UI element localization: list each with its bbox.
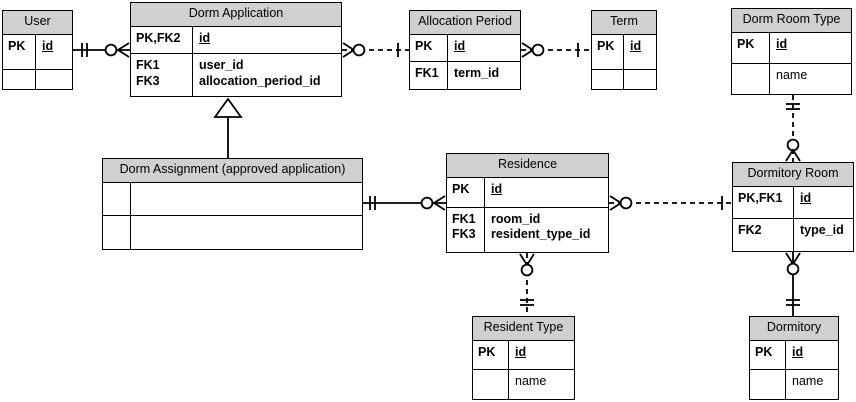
entity-residence-row-0: PK id bbox=[447, 177, 608, 207]
attr-key bbox=[592, 70, 624, 89]
attr-value: user_id allocation_period_id bbox=[199, 58, 321, 88]
entity-residence-row-1: FK1 FK3 room_id resident_type_id bbox=[447, 206, 608, 252]
entity-dormitory-title: Dormitory bbox=[750, 317, 838, 341]
entity-dorm-application-row-1: FK1 FK3 user_id allocation_period_id bbox=[131, 53, 341, 96]
attr-value: term_id bbox=[454, 66, 500, 81]
connector-residence-resident-type bbox=[519, 253, 535, 316]
entity-dorm-room-type[interactable]: Dorm Room Type PK id name bbox=[731, 8, 852, 95]
entity-term-row-0: PK id bbox=[592, 34, 656, 69]
connector-dormitory-room-dormitory bbox=[785, 252, 801, 316]
entity-resident-type-title: Resident Type bbox=[473, 317, 574, 341]
attr-key: PK bbox=[732, 32, 770, 63]
entity-resident-type[interactable]: Resident Type PK id name bbox=[472, 316, 575, 400]
entity-dorm-assignment[interactable]: Dorm Assignment (approved application) bbox=[102, 158, 363, 250]
connector-dorm-room-type-dormitory-room bbox=[785, 95, 801, 162]
connector-dorm-application-dorm-assignment-generalization bbox=[213, 97, 243, 158]
attr-value: id bbox=[199, 30, 211, 45]
attr-key: FK2 bbox=[733, 219, 794, 251]
attr-key: PK,FK2 bbox=[131, 26, 193, 54]
entity-dorm-application-row-0: PK,FK2 id bbox=[131, 26, 341, 54]
attr-value: id bbox=[630, 38, 642, 53]
entity-dormitory-row-1: name bbox=[750, 369, 838, 399]
attr-key: PK bbox=[3, 34, 36, 69]
attr-key bbox=[103, 216, 131, 249]
attr-key: FK1 bbox=[410, 62, 448, 89]
entity-dorm-room-type-row-0: PK id bbox=[732, 32, 851, 63]
entity-resident-type-row-1: name bbox=[473, 369, 574, 399]
entity-term-row-1 bbox=[592, 69, 656, 89]
attr-value bbox=[36, 70, 72, 89]
entity-user-row-0: PK id bbox=[3, 34, 72, 69]
attr-key: PK bbox=[473, 340, 509, 370]
attr-key: PK bbox=[750, 340, 786, 370]
attr-key: FK1 FK3 bbox=[131, 54, 193, 96]
entity-dormitory-room[interactable]: Dormitory Room PK,FK1 id FK2 type_id bbox=[732, 162, 854, 252]
entity-dormitory-room-title: Dormitory Room bbox=[733, 163, 853, 187]
attr-value: room_id resident_type_id bbox=[491, 211, 591, 241]
attr-key bbox=[732, 63, 770, 94]
entity-dormitory-row-0: PK id bbox=[750, 340, 838, 370]
attr-value: name bbox=[792, 374, 824, 389]
entity-dorm-application[interactable]: Dorm Application PK,FK2 id FK1 FK3 user_… bbox=[130, 2, 342, 97]
attr-value: id bbox=[515, 344, 527, 359]
entity-dorm-room-type-title: Dorm Room Type bbox=[732, 9, 851, 33]
entity-allocation-period-title: Allocation Period bbox=[410, 11, 520, 35]
entity-dormitory-room-row-0: PK,FK1 id bbox=[733, 186, 853, 219]
attr-key bbox=[3, 70, 36, 89]
entity-dorm-application-title: Dorm Application bbox=[131, 3, 341, 27]
attr-key: PK bbox=[592, 34, 624, 69]
entity-dorm-assignment-row-1 bbox=[103, 215, 362, 249]
entity-allocation-period[interactable]: Allocation Period PK id FK1 term_id bbox=[409, 10, 521, 90]
attr-key: PK,FK1 bbox=[733, 186, 794, 219]
entity-dorm-room-type-row-1: name bbox=[732, 62, 851, 94]
attr-value bbox=[131, 183, 362, 216]
entity-allocation-period-row-0: PK id bbox=[410, 34, 520, 62]
attr-value: id bbox=[792, 344, 804, 359]
entity-allocation-period-row-1: FK1 term_id bbox=[410, 61, 520, 89]
attr-key bbox=[750, 370, 786, 399]
entity-dorm-assignment-row-0 bbox=[103, 182, 362, 216]
entity-user-title: User bbox=[3, 11, 72, 35]
connector-dorm-assignment-residence bbox=[363, 195, 446, 211]
entity-user[interactable]: User PK id bbox=[2, 10, 73, 90]
entity-term-title: Term bbox=[592, 11, 656, 35]
connector-allocation-period-term bbox=[521, 42, 591, 58]
attr-key: PK bbox=[447, 177, 485, 207]
entity-user-row-1 bbox=[3, 69, 72, 89]
attr-value: id bbox=[454, 38, 466, 53]
attr-value: id bbox=[491, 181, 503, 196]
connector-user-dorm-application bbox=[73, 42, 130, 58]
attr-value: id bbox=[776, 36, 788, 51]
attr-value: name bbox=[776, 67, 808, 82]
entity-dormitory-room-row-1: FK2 type_id bbox=[733, 218, 853, 251]
attr-value bbox=[624, 70, 656, 89]
entity-dorm-assignment-title: Dorm Assignment (approved application) bbox=[103, 159, 362, 183]
entity-residence[interactable]: Residence PK id FK1 FK3 room_id resident… bbox=[446, 153, 609, 253]
attr-key: FK1 FK3 bbox=[447, 207, 485, 252]
entity-residence-title: Residence bbox=[447, 154, 608, 178]
attr-key bbox=[473, 370, 509, 399]
entity-dormitory[interactable]: Dormitory PK id name bbox=[749, 316, 839, 400]
attr-key bbox=[103, 182, 131, 216]
entity-term[interactable]: Term PK id bbox=[591, 10, 657, 90]
attr-value bbox=[131, 216, 362, 249]
attr-key: PK bbox=[410, 34, 448, 62]
attr-value: type_id bbox=[800, 223, 844, 238]
entity-resident-type-row-0: PK id bbox=[473, 340, 574, 370]
attr-value: name bbox=[515, 374, 547, 389]
connector-dorm-application-allocation-period bbox=[342, 42, 409, 58]
connector-residence-dormitory-room bbox=[609, 195, 732, 211]
attr-value: id bbox=[800, 190, 812, 205]
attr-value: id bbox=[42, 38, 54, 53]
